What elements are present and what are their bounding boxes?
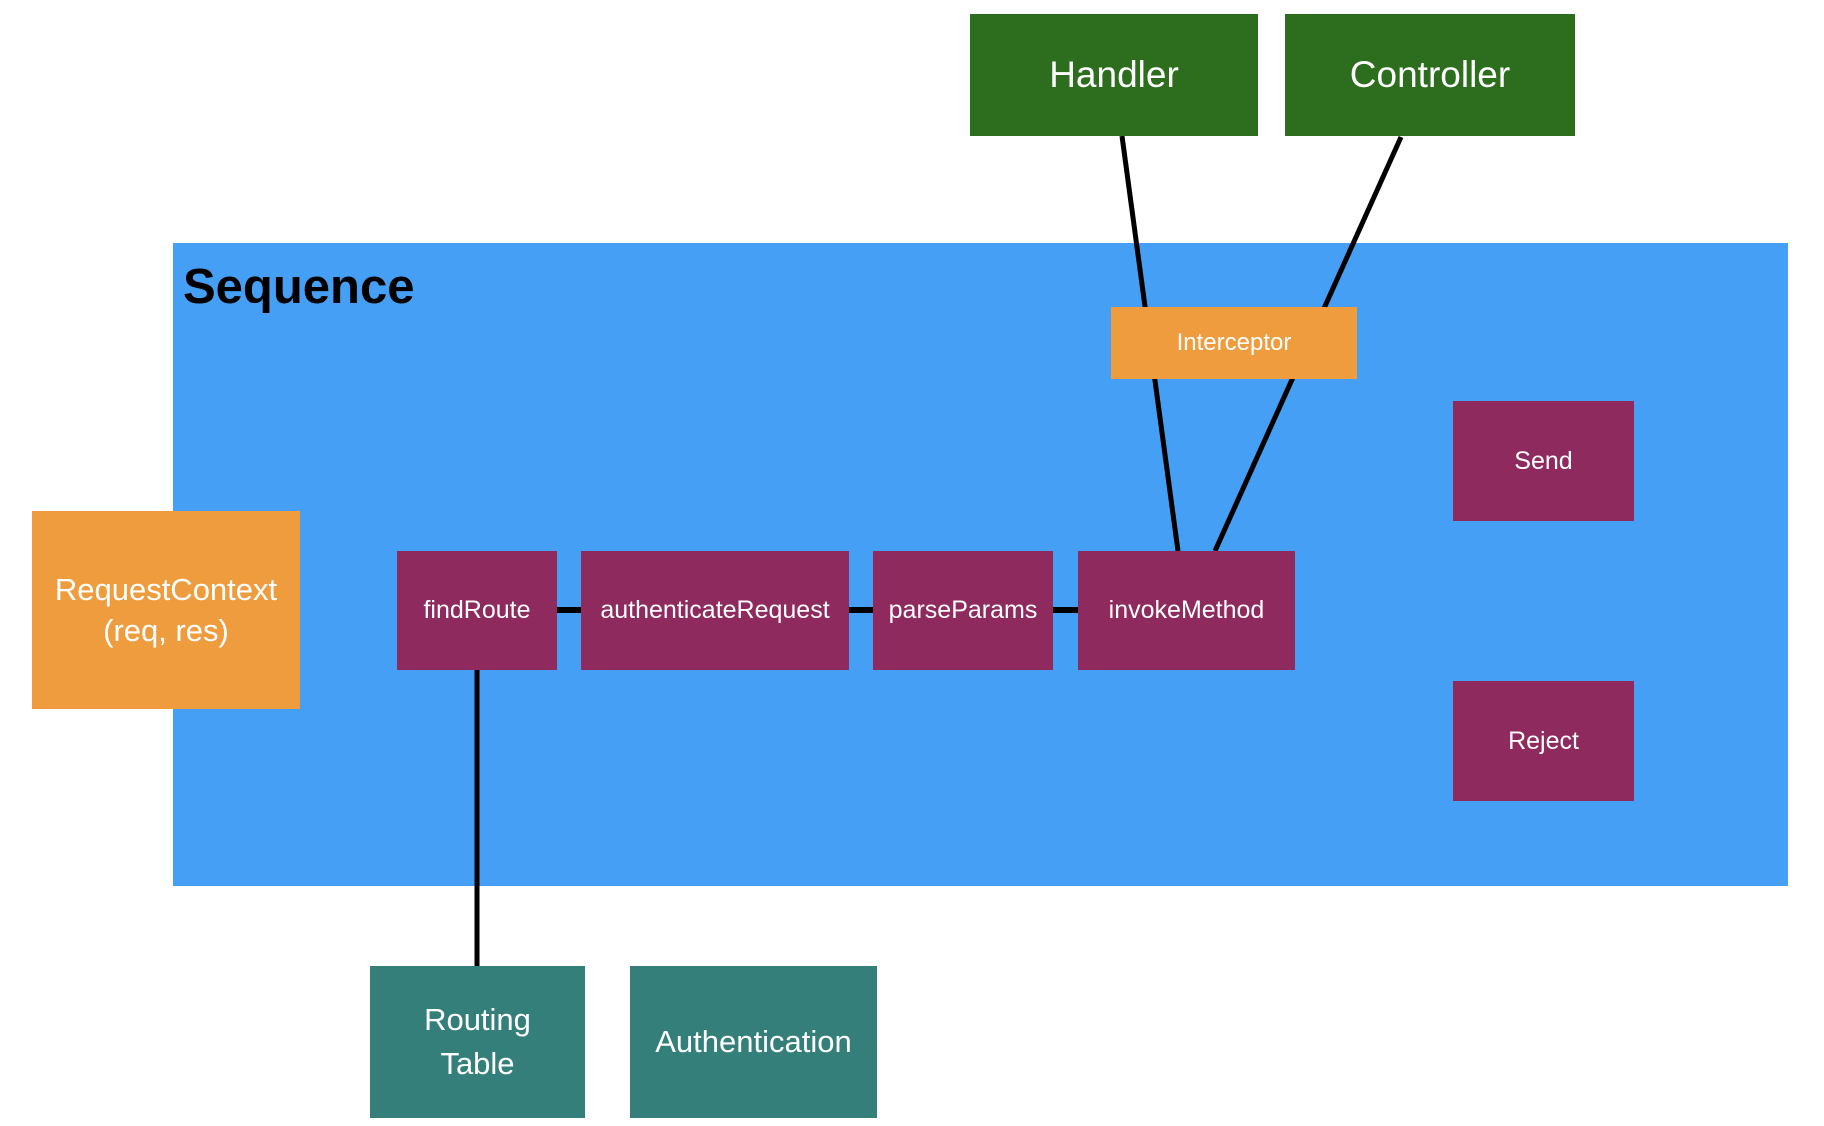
request-context-label-line2: (req, res) xyxy=(103,613,229,648)
authenticate-request-node: authenticateRequest xyxy=(581,551,849,670)
authentication-label: Authentication xyxy=(655,1024,852,1059)
find-route-node: findRoute xyxy=(397,551,557,670)
invoke-method-label: invokeMethod xyxy=(1108,596,1265,624)
send-node: Send xyxy=(1453,401,1634,521)
request-context-label-line1: RequestContext xyxy=(54,572,278,607)
reject-node: Reject xyxy=(1453,681,1634,801)
parse-params-label: parseParams xyxy=(888,596,1038,624)
reject-label: Reject xyxy=(1508,726,1579,755)
find-route-label: findRoute xyxy=(423,596,531,624)
controller-label: Controller xyxy=(1349,54,1511,95)
parse-params-node: parseParams xyxy=(873,551,1053,670)
controller-node: Controller xyxy=(1285,14,1575,136)
interceptor-node: Interceptor xyxy=(1111,307,1357,379)
routing-table-node: Routing Table xyxy=(370,966,585,1118)
handler-node: Handler xyxy=(970,14,1258,136)
send-label: Send xyxy=(1514,446,1573,475)
request-context-node: RequestContext (req, res) xyxy=(32,511,300,709)
routing-table-label-line2: Table xyxy=(440,1046,515,1081)
handler-label: Handler xyxy=(1049,54,1179,95)
authenticate-request-label: authenticateRequest xyxy=(600,596,830,624)
sequence-title: Sequence xyxy=(183,260,415,314)
authentication-node: Authentication xyxy=(630,966,877,1118)
interceptor-label: Interceptor xyxy=(1176,329,1292,356)
invoke-method-node: invokeMethod xyxy=(1078,551,1295,670)
routing-table-label-line1: Routing xyxy=(424,1002,531,1037)
